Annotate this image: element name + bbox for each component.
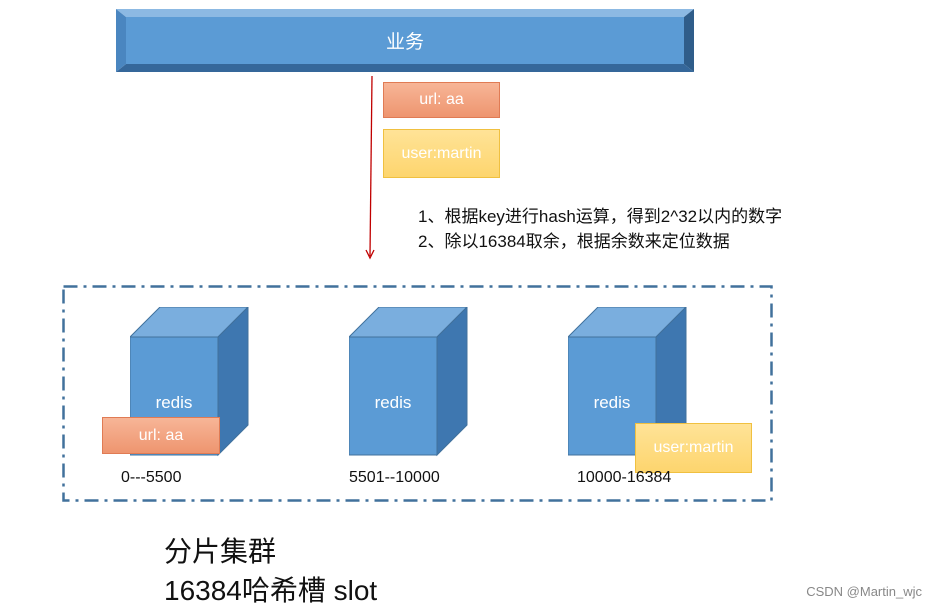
key-user-box: user:martin — [383, 129, 500, 178]
redis-node-3: redis — [568, 307, 688, 457]
slot-range-3: 10000-16384 — [577, 469, 672, 486]
redis-node-2: redis — [349, 307, 469, 457]
cluster-frame — [62, 285, 773, 502]
stored-key-url: url: aa — [102, 417, 220, 454]
slot-range-1: 0---5500 — [121, 469, 182, 486]
business-label: 业务 — [385, 32, 424, 53]
redis-node-2-label: redis — [374, 393, 412, 412]
flow-arrow — [365, 75, 375, 260]
business-bar: 业务 — [116, 9, 694, 72]
hash-description: 1、根据key进行hash运算，得到2^32以内的数字 2、除以16384取余，… — [418, 204, 782, 254]
caption-title: 分片集群 — [164, 536, 277, 567]
watermark: CSDN @Martin_wjc — [806, 584, 922, 599]
stored-key-user: user:martin — [635, 423, 752, 473]
key-url-box: url: aa — [383, 82, 500, 118]
description-line-1: 1、根据key进行hash运算，得到2^32以内的数字 — [418, 207, 783, 226]
redis-node-1-label: redis — [155, 393, 193, 412]
caption-subtitle: 16384哈希槽 slot — [164, 575, 378, 606]
slot-range-2: 5501--10000 — [349, 469, 440, 486]
redis-node-3-label: redis — [593, 393, 631, 412]
description-line-2: 2、除以16384取余，根据余数来定位数据 — [418, 232, 730, 251]
